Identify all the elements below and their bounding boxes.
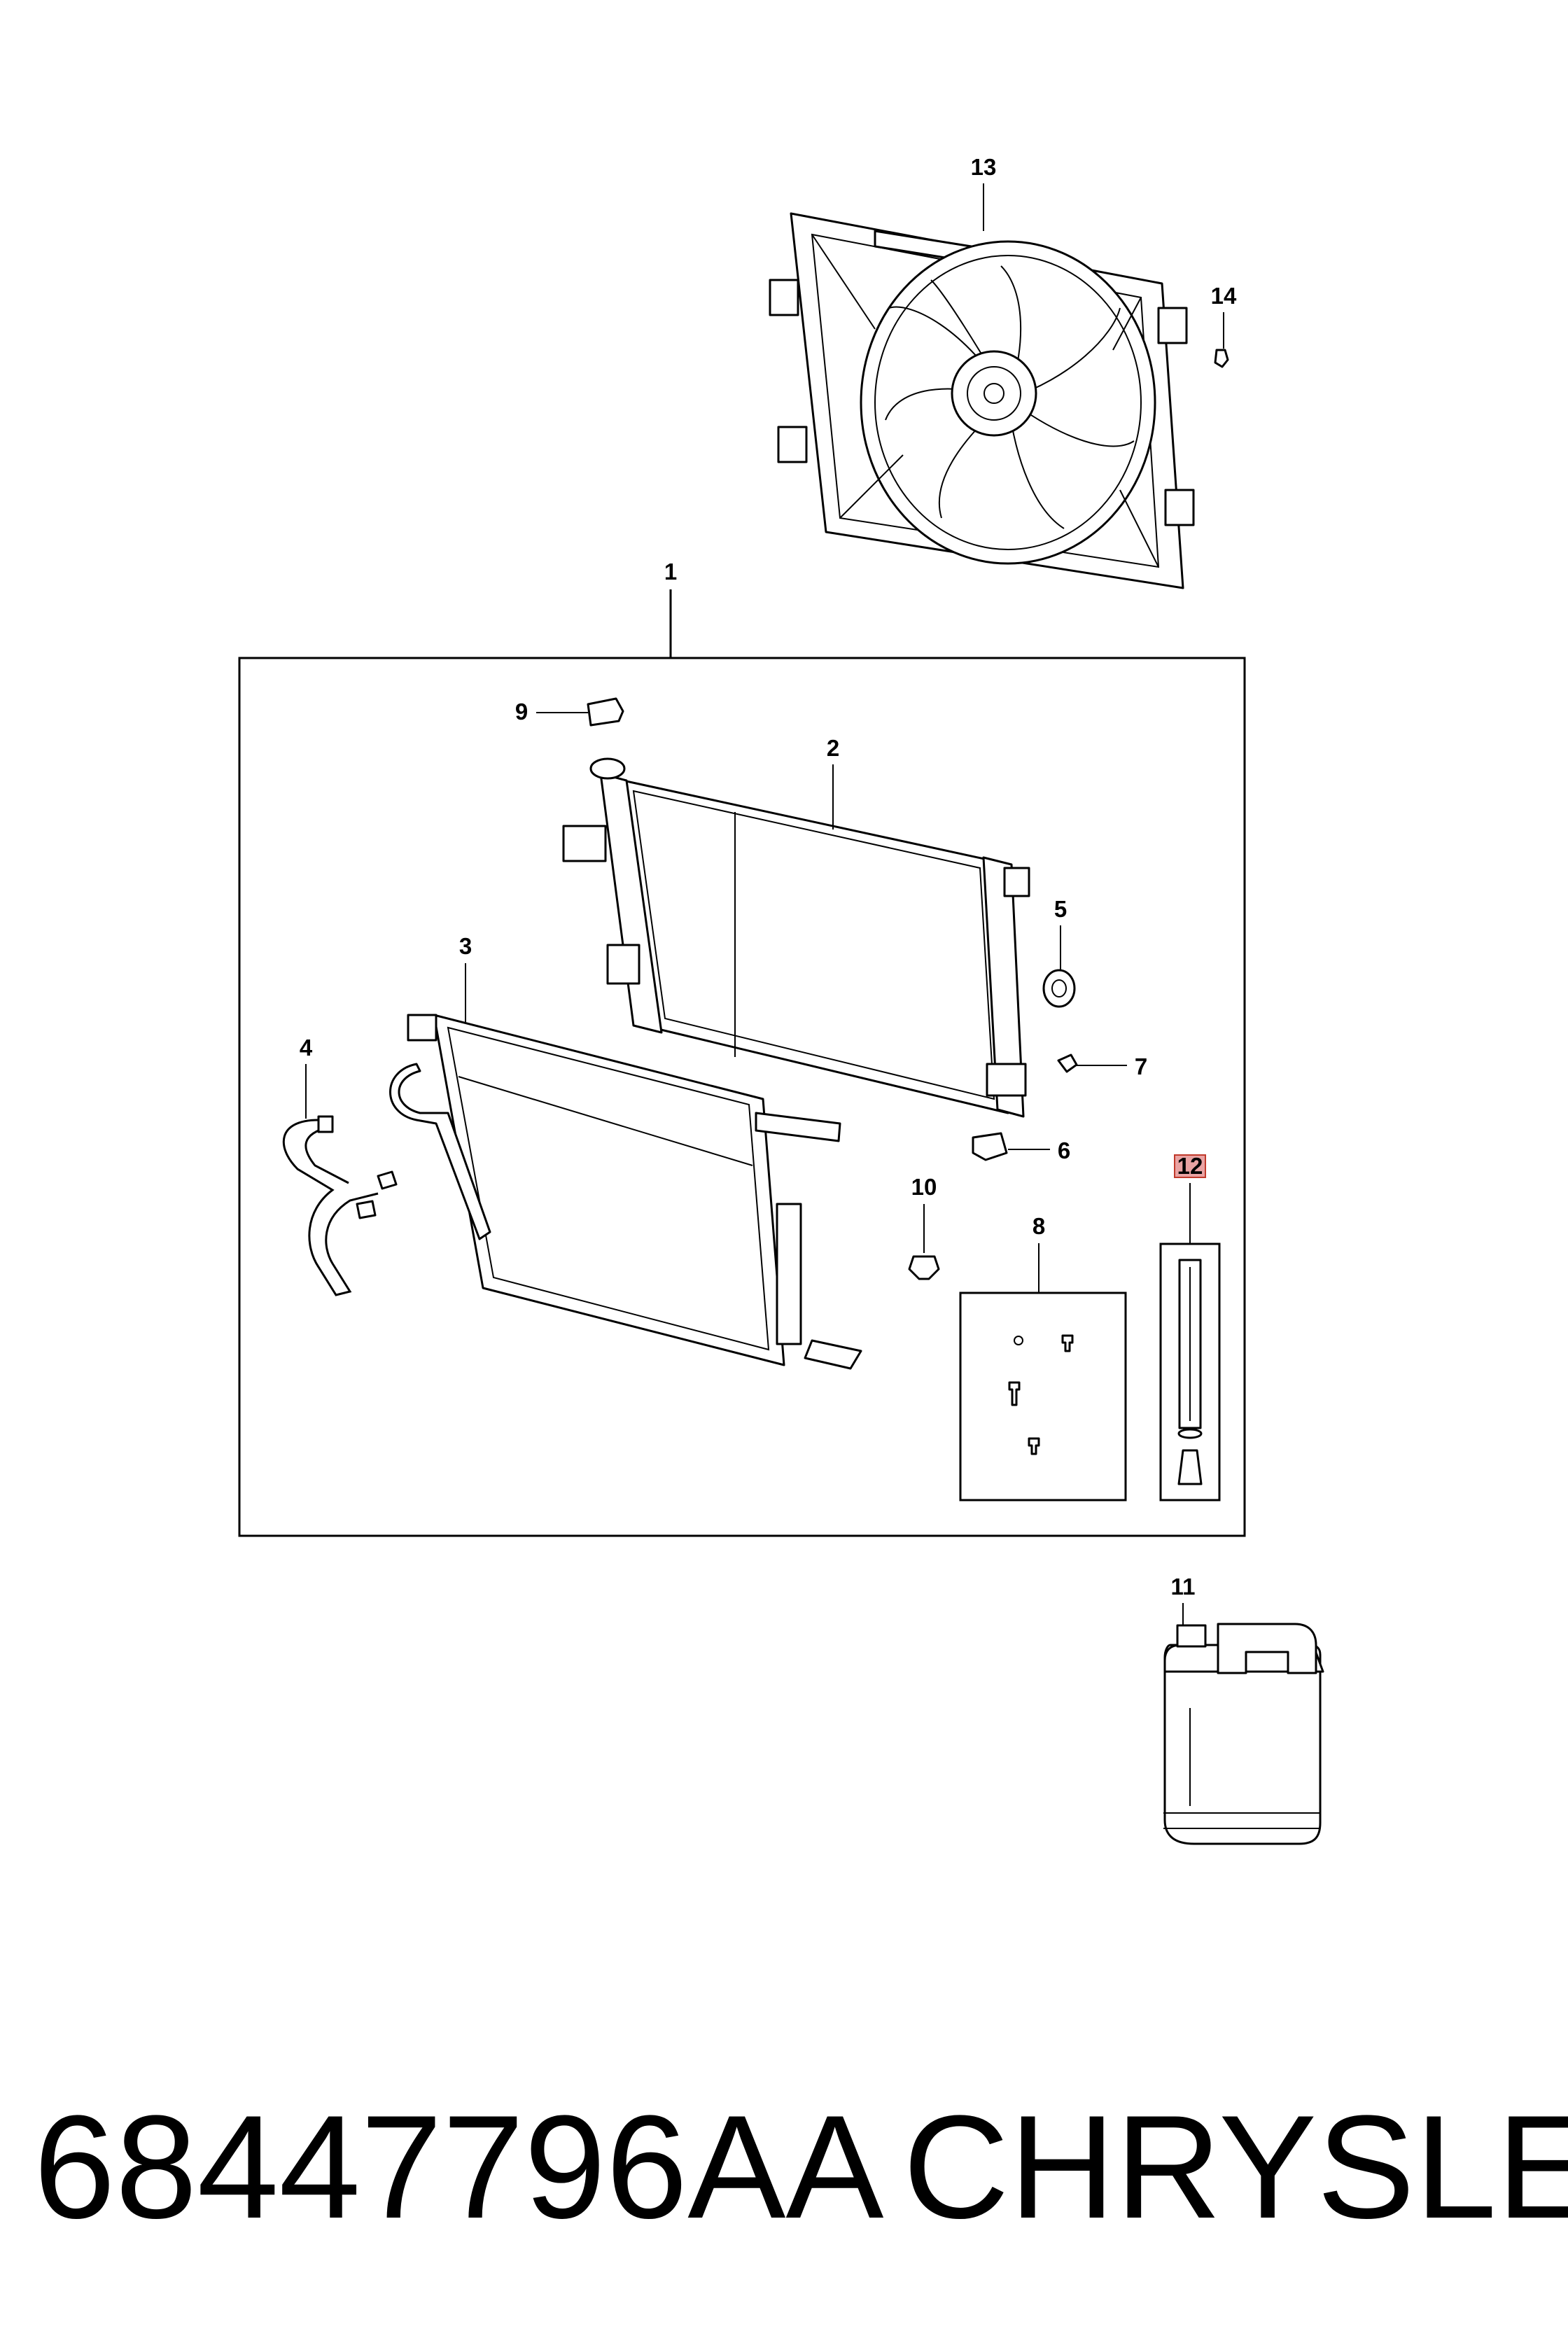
- callout-11: 11: [1171, 1574, 1196, 1600]
- kit-frame: [238, 657, 1246, 1537]
- callout-8: 8: [1032, 1213, 1045, 1239]
- callout-5: 5: [1054, 896, 1067, 922]
- bracket-6: [972, 1132, 1008, 1161]
- radiator-2: [562, 757, 1030, 1118]
- test-kit-12-box: [1159, 1242, 1221, 1502]
- callout-6: 6: [1058, 1138, 1070, 1163]
- callout-4: 4: [300, 1035, 313, 1060]
- callout-12-highlight: [1174, 1154, 1206, 1178]
- callout-14: 14: [1211, 283, 1237, 309]
- callout-3: 3: [459, 933, 472, 959]
- condenser-3: [389, 1014, 862, 1370]
- callout-13: 13: [971, 154, 997, 180]
- callout-7: 7: [1135, 1054, 1147, 1079]
- coolant-jug-11: [1163, 1623, 1324, 1845]
- callout-10: 10: [911, 1174, 937, 1200]
- brand-caption: CHRYSLER: [903, 2085, 1568, 2249]
- callout-12: 12: [1177, 1153, 1203, 1179]
- cap-9: [587, 697, 624, 727]
- callout-1: 1: [664, 559, 677, 584]
- ac-lines-4: [282, 1115, 398, 1296]
- test-strip-kit-12: [1177, 1259, 1203, 1485]
- grommet-5: [1042, 969, 1076, 1008]
- part-number-caption: 68447796AA: [34, 2085, 883, 2249]
- hardware-kit-8: [1008, 1334, 1074, 1455]
- fan-clip-14: [1214, 349, 1229, 368]
- fan-shroud-assembly: [769, 212, 1195, 589]
- callout-9: 9: [515, 699, 528, 724]
- clip-7: [1057, 1054, 1078, 1073]
- bolt-10: [908, 1255, 940, 1280]
- hardware-kit-8-box: [959, 1292, 1127, 1502]
- callout-2: 2: [827, 735, 839, 761]
